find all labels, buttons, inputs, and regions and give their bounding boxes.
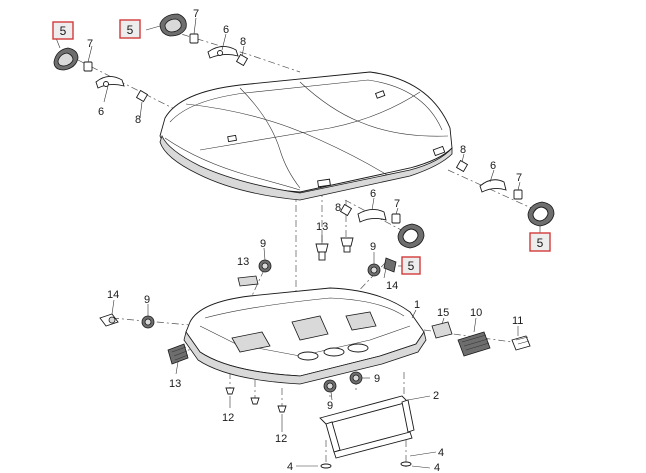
callout-9[interactable]: 9 xyxy=(260,238,266,250)
bottom-bracket xyxy=(225,387,415,469)
callout-label: 5 xyxy=(408,259,415,273)
callout-8[interactable]: 8 xyxy=(335,202,341,214)
callout-6[interactable]: 6 xyxy=(490,160,496,172)
callout-10[interactable]: 10 xyxy=(470,307,482,319)
callout-5-top[interactable]: 5 xyxy=(119,19,141,39)
callout-13[interactable]: 13 xyxy=(237,256,249,268)
right-side-parts xyxy=(431,321,531,357)
part-number-labels: 7 6 8 7 6 8 8 6 7 8 6 7 13 9 13 9 14 14 … xyxy=(87,8,523,473)
callout-6[interactable]: 6 xyxy=(223,24,229,36)
callout-14[interactable]: 14 xyxy=(107,289,119,301)
callout-8[interactable]: 8 xyxy=(135,114,141,126)
callout-7[interactable]: 7 xyxy=(87,38,93,50)
callout-8[interactable]: 8 xyxy=(460,144,466,156)
callout-6[interactable]: 6 xyxy=(98,106,104,118)
leader-lines xyxy=(55,17,541,469)
callout-2[interactable]: 2 xyxy=(433,390,439,402)
left-top-hardware xyxy=(53,13,249,103)
callout-5-topleft[interactable]: 5 xyxy=(52,21,74,40)
callout-6[interactable]: 6 xyxy=(370,188,376,200)
callout-label: 5 xyxy=(127,23,134,37)
callout-13[interactable]: 13 xyxy=(316,221,328,233)
callout-4[interactable]: 4 xyxy=(287,461,293,473)
callout-14[interactable]: 14 xyxy=(386,280,398,292)
callout-4[interactable]: 4 xyxy=(438,447,444,459)
callout-label: 5 xyxy=(537,236,544,250)
callout-13[interactable]: 13 xyxy=(169,378,181,390)
callout-7[interactable]: 7 xyxy=(193,8,199,20)
callout-12[interactable]: 12 xyxy=(275,433,287,445)
right-top-hardware xyxy=(339,159,555,249)
callout-9[interactable]: 9 xyxy=(374,373,380,385)
callout-9[interactable]: 9 xyxy=(144,294,150,306)
callout-15[interactable]: 15 xyxy=(437,307,449,319)
callout-1[interactable]: 1 xyxy=(414,299,420,311)
callout-11[interactable]: 11 xyxy=(512,315,523,327)
lower-tray xyxy=(183,287,427,385)
callout-9[interactable]: 9 xyxy=(327,400,333,412)
callout-5-middle[interactable]: 5 xyxy=(401,256,421,275)
top-cover-lid xyxy=(159,71,453,201)
callout-9[interactable]: 9 xyxy=(370,241,376,253)
callout-12[interactable]: 12 xyxy=(222,412,234,424)
callout-5-right[interactable]: 5 xyxy=(529,232,551,252)
callout-7[interactable]: 7 xyxy=(516,172,522,184)
callout-4[interactable]: 4 xyxy=(434,462,440,473)
middle-fasteners xyxy=(99,237,397,393)
callout-label: 5 xyxy=(60,24,67,38)
callout-7[interactable]: 7 xyxy=(394,198,400,210)
callout-8[interactable]: 8 xyxy=(240,36,246,48)
